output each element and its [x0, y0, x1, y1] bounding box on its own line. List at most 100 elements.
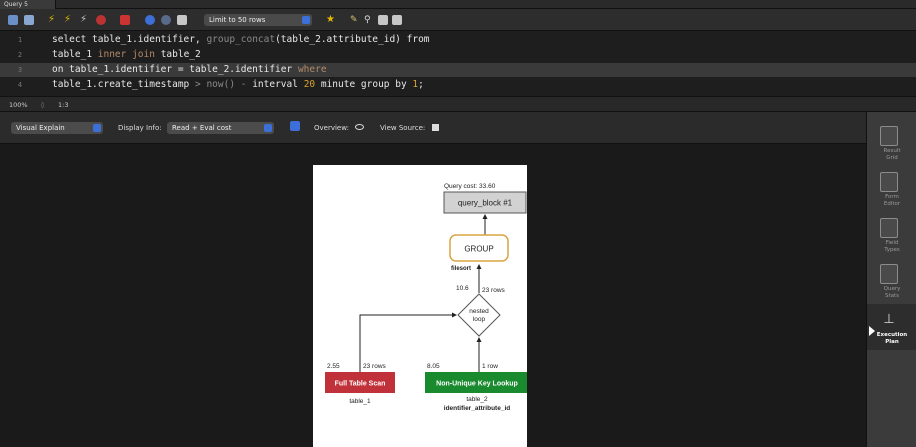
arrowhead	[476, 337, 482, 342]
code-token: table_1	[52, 49, 98, 60]
filesort-label: filesort	[451, 266, 471, 272]
code-token: table_2	[154, 49, 201, 60]
query-block-label: query_block #1	[458, 199, 513, 208]
code-token: group_concat	[206, 34, 276, 45]
lookup-label: Non-Unique Key Lookup	[436, 381, 518, 388]
edge-scan-to-loop	[359, 314, 454, 372]
code-token: select table_1.identifier,	[52, 34, 207, 45]
query-tab-bar: Query 5	[0, 0, 916, 9]
scan-cost: 2.55	[327, 363, 340, 370]
key-lookup-node[interactable]	[425, 372, 529, 393]
view-source-label: View Source:	[380, 124, 426, 132]
code-line-current[interactable]: 3 on table_1.identifier = table_2.identi…	[0, 63, 916, 77]
line-number: 4	[17, 81, 23, 89]
cursor-position: 1:3	[58, 101, 69, 109]
result-grid-icon	[880, 126, 898, 146]
chevron-down-icon	[302, 16, 310, 24]
source-icon[interactable]	[432, 124, 439, 131]
execute-all-icon[interactable]: ⚡	[48, 14, 56, 25]
zoom-level[interactable]: 100%	[9, 101, 28, 109]
side-label: Plan	[885, 339, 899, 345]
group-label: GROUP	[464, 245, 493, 254]
arrowhead	[452, 312, 457, 318]
zoom-stepper-icon[interactable]: ◊	[41, 101, 45, 109]
nested-loop-node[interactable]	[457, 293, 501, 337]
wrap-lines-icon[interactable]	[392, 15, 402, 25]
lookup-rows: 1 row	[482, 363, 498, 370]
scan-rows: 23 rows	[363, 363, 387, 370]
lookup-index: identifier_attribute_id	[444, 405, 510, 412]
code-token: 1	[412, 79, 419, 90]
code-text: on table_1.identifier = table_2.identifi…	[52, 63, 327, 77]
display-info-select[interactable]: Read + Eval cost	[167, 122, 274, 134]
code-token: ;	[418, 79, 424, 90]
tab-query[interactable]: Query 5	[0, 0, 56, 9]
sql-editor[interactable]: 1 select table_1.identifier, group_conca…	[0, 31, 916, 96]
display-info-label: Display Info:	[118, 124, 162, 132]
limit-rows-select[interactable]: Limit to 50 rows	[204, 14, 312, 26]
code-line[interactable]: 4 table_1.create_timestamp > now() - int…	[0, 78, 916, 92]
eye-icon[interactable]	[355, 124, 364, 130]
line-number: 3	[17, 66, 23, 74]
execution-plan-icon: ⊥	[883, 312, 895, 327]
code-token: > now() -	[195, 79, 253, 90]
execute-current-icon[interactable]: ⚡	[64, 14, 72, 25]
code-line[interactable]: 2 table_1 inner join table_2	[0, 48, 916, 62]
active-indicator-icon	[869, 326, 875, 336]
explain-icon[interactable]: ⚡	[80, 14, 88, 25]
explain-view-label: Visual Explain	[16, 124, 65, 132]
code-token: where	[297, 64, 327, 75]
side-label: Field	[885, 240, 899, 246]
stop-icon[interactable]	[96, 15, 106, 25]
code-token: on table_1.identifier = table_2.identifi…	[52, 64, 298, 75]
lookup-cost: 8.05	[427, 363, 440, 370]
code-text: table_1 inner join table_2	[52, 48, 201, 62]
full-table-scan-node[interactable]	[325, 372, 395, 393]
rollback-icon[interactable]	[161, 15, 171, 25]
save-plan-icon[interactable]	[290, 121, 300, 131]
side-label: Stats	[884, 293, 900, 299]
beautify-icon[interactable]: ✎	[350, 15, 358, 25]
code-token: 20	[303, 79, 316, 90]
tab-title: Query 5	[4, 1, 28, 8]
overview-label: Overview:	[314, 124, 349, 132]
scan-table: table_1	[349, 398, 371, 405]
invisible-chars-icon[interactable]	[378, 15, 388, 25]
editor-toolbar: ⚡ ⚡ ⚡ Limit to 50 rows ★ ✎ ⚲	[0, 9, 916, 31]
autocommit-icon[interactable]	[177, 15, 187, 25]
nested-loop-label-1: nested	[469, 308, 489, 315]
side-label: Types	[884, 247, 900, 253]
query-stats-icon	[880, 264, 898, 284]
commit-icon[interactable]	[145, 15, 155, 25]
side-label: Result	[883, 148, 901, 154]
nested-loop-cost: 10.6	[456, 285, 469, 292]
arrowhead	[482, 214, 488, 219]
save-file-icon[interactable]	[24, 15, 34, 25]
search-icon[interactable]: ⚲	[364, 15, 371, 25]
line-number: 2	[17, 51, 23, 59]
lookup-table: table_2	[466, 396, 488, 403]
explain-view-select[interactable]: Visual Explain	[11, 122, 103, 134]
chevron-down-icon	[93, 124, 101, 132]
query-block-node[interactable]	[443, 191, 527, 214]
side-label: Execution	[876, 332, 908, 338]
code-token: inner join	[97, 49, 155, 60]
field-types-icon	[880, 218, 898, 238]
nested-loop-rows: 23 rows	[482, 287, 506, 294]
group-node[interactable]	[449, 234, 509, 262]
code-token: from	[406, 34, 430, 45]
side-label: Editor	[883, 201, 901, 207]
form-editor-icon	[880, 172, 898, 192]
open-file-icon[interactable]	[8, 15, 18, 25]
code-line[interactable]: 1 select table_1.identifier, group_conca…	[0, 33, 916, 47]
toggle-error-stop-icon[interactable]	[120, 15, 130, 25]
limit-rows-label: Limit to 50 rows	[209, 16, 266, 24]
favorite-star-icon[interactable]: ★	[326, 14, 335, 25]
code-text: select table_1.identifier, group_concat(…	[52, 33, 430, 47]
